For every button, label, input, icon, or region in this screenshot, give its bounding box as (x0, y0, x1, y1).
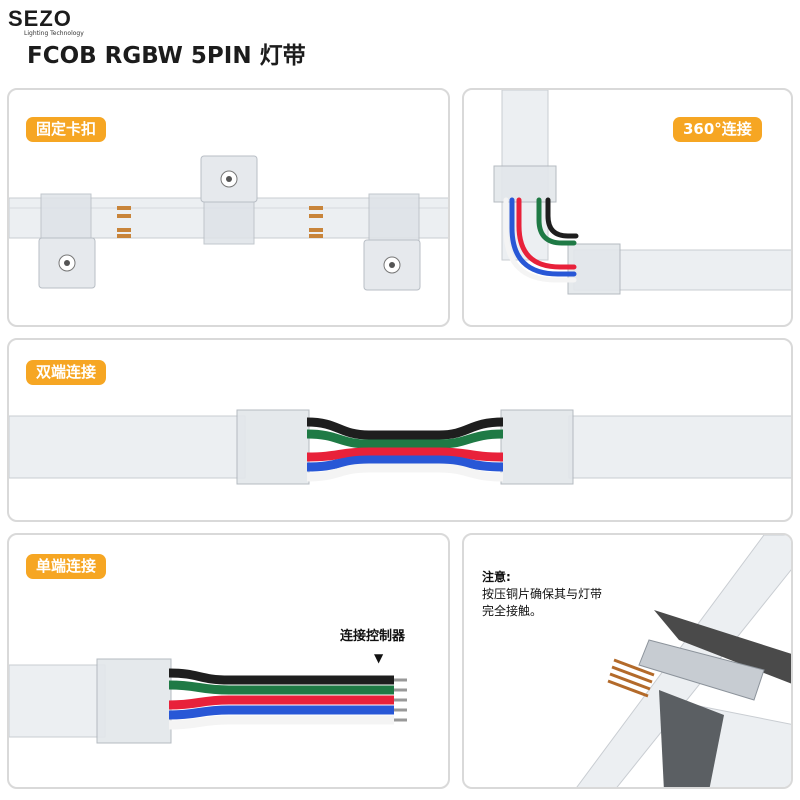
note-title: 注意: (482, 570, 511, 584)
double-illustration (9, 409, 791, 485)
page-title: FCOB RGBW 5PIN 灯带 (27, 43, 306, 69)
strip-single (9, 664, 106, 738)
connector-right-end (500, 409, 574, 485)
crimp-illustration (576, 535, 791, 787)
corner-illustration (493, 90, 791, 295)
clip-middle (200, 155, 258, 245)
strip-right (568, 415, 791, 479)
double-wires (306, 417, 504, 482)
panel-mounting-clip: 固定卡扣 (7, 88, 450, 327)
tag-double-connection: 双端连接 (26, 360, 107, 385)
down-arrow-icon: ▼ (374, 651, 384, 665)
tag-mounting-clip: 固定卡扣 (26, 117, 107, 142)
connector-top (493, 165, 557, 203)
connector-right (567, 243, 621, 295)
connector-housing (638, 639, 765, 701)
brand-tagline: Lighting Technology (24, 30, 84, 37)
note-block: 注意: 按压铜片确保其与灯带 完全接触。 (482, 569, 602, 620)
wire-ends (394, 678, 407, 722)
strip-left (9, 415, 246, 479)
tag-single-connection: 单端连接 (26, 554, 107, 579)
single-illustration (9, 658, 407, 744)
connector-single (96, 658, 172, 744)
led-chips (117, 206, 323, 238)
tag-corner-connection: 360°连接 (673, 117, 762, 142)
brand-logo: SEZO Lighting Technology (8, 8, 84, 38)
single-wires (168, 668, 394, 730)
note-line-2: 完全接触。 (482, 604, 543, 618)
panel-double-connection: 双端连接 (7, 338, 793, 522)
copper-pins (607, 658, 655, 698)
clip-left (38, 193, 96, 289)
clip-illustration (9, 155, 448, 291)
corner-wires (503, 197, 579, 283)
note-line-1: 按压铜片确保其与灯带 (482, 587, 603, 601)
plier-top-jaw (654, 610, 791, 684)
connector-left (236, 409, 310, 485)
plier-bottom-jaw (659, 690, 724, 787)
panel-single-connection: 单端连接 连接控制器 ▼ (7, 533, 450, 789)
clip-right (363, 193, 421, 291)
controller-label: 连接控制器 (340, 629, 406, 644)
panel-corner-connection: 360°连接 (462, 88, 793, 327)
brand-name: SEZO (8, 6, 72, 31)
panel-note: 注意: 按压铜片确保其与灯带 完全接触。 (462, 533, 793, 789)
